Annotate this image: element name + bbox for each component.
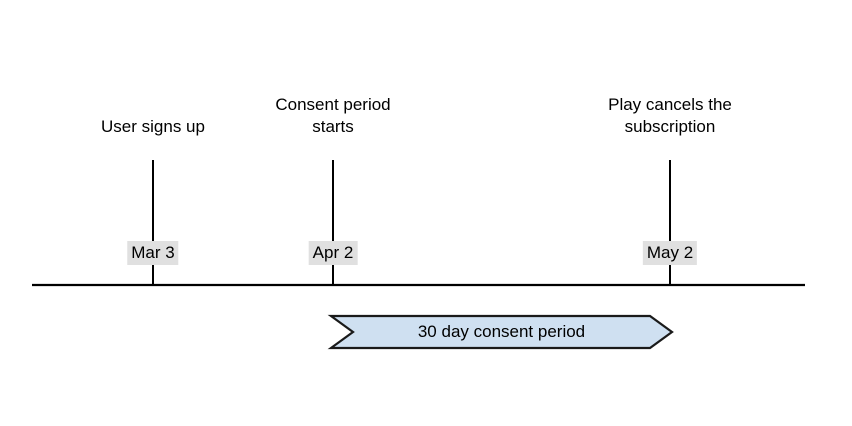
milestone-date-label-consent-start: Apr 2 (308, 241, 358, 265)
milestone-event-label-consent-start: Consent period starts (275, 95, 391, 136)
milestone-event-label-cancel: Play cancels the subscription (608, 95, 732, 136)
milestone-date-label-signup: Mar 3 (127, 241, 179, 265)
milestone-event-label-signup: User signs up (101, 117, 205, 136)
consent-period-band-label: 30 day consent period (417, 322, 586, 341)
milestone-date-label-cancel: May 2 (642, 241, 698, 265)
milestone-ticks (152, 160, 671, 285)
consent-period-band-shape (327, 314, 674, 350)
